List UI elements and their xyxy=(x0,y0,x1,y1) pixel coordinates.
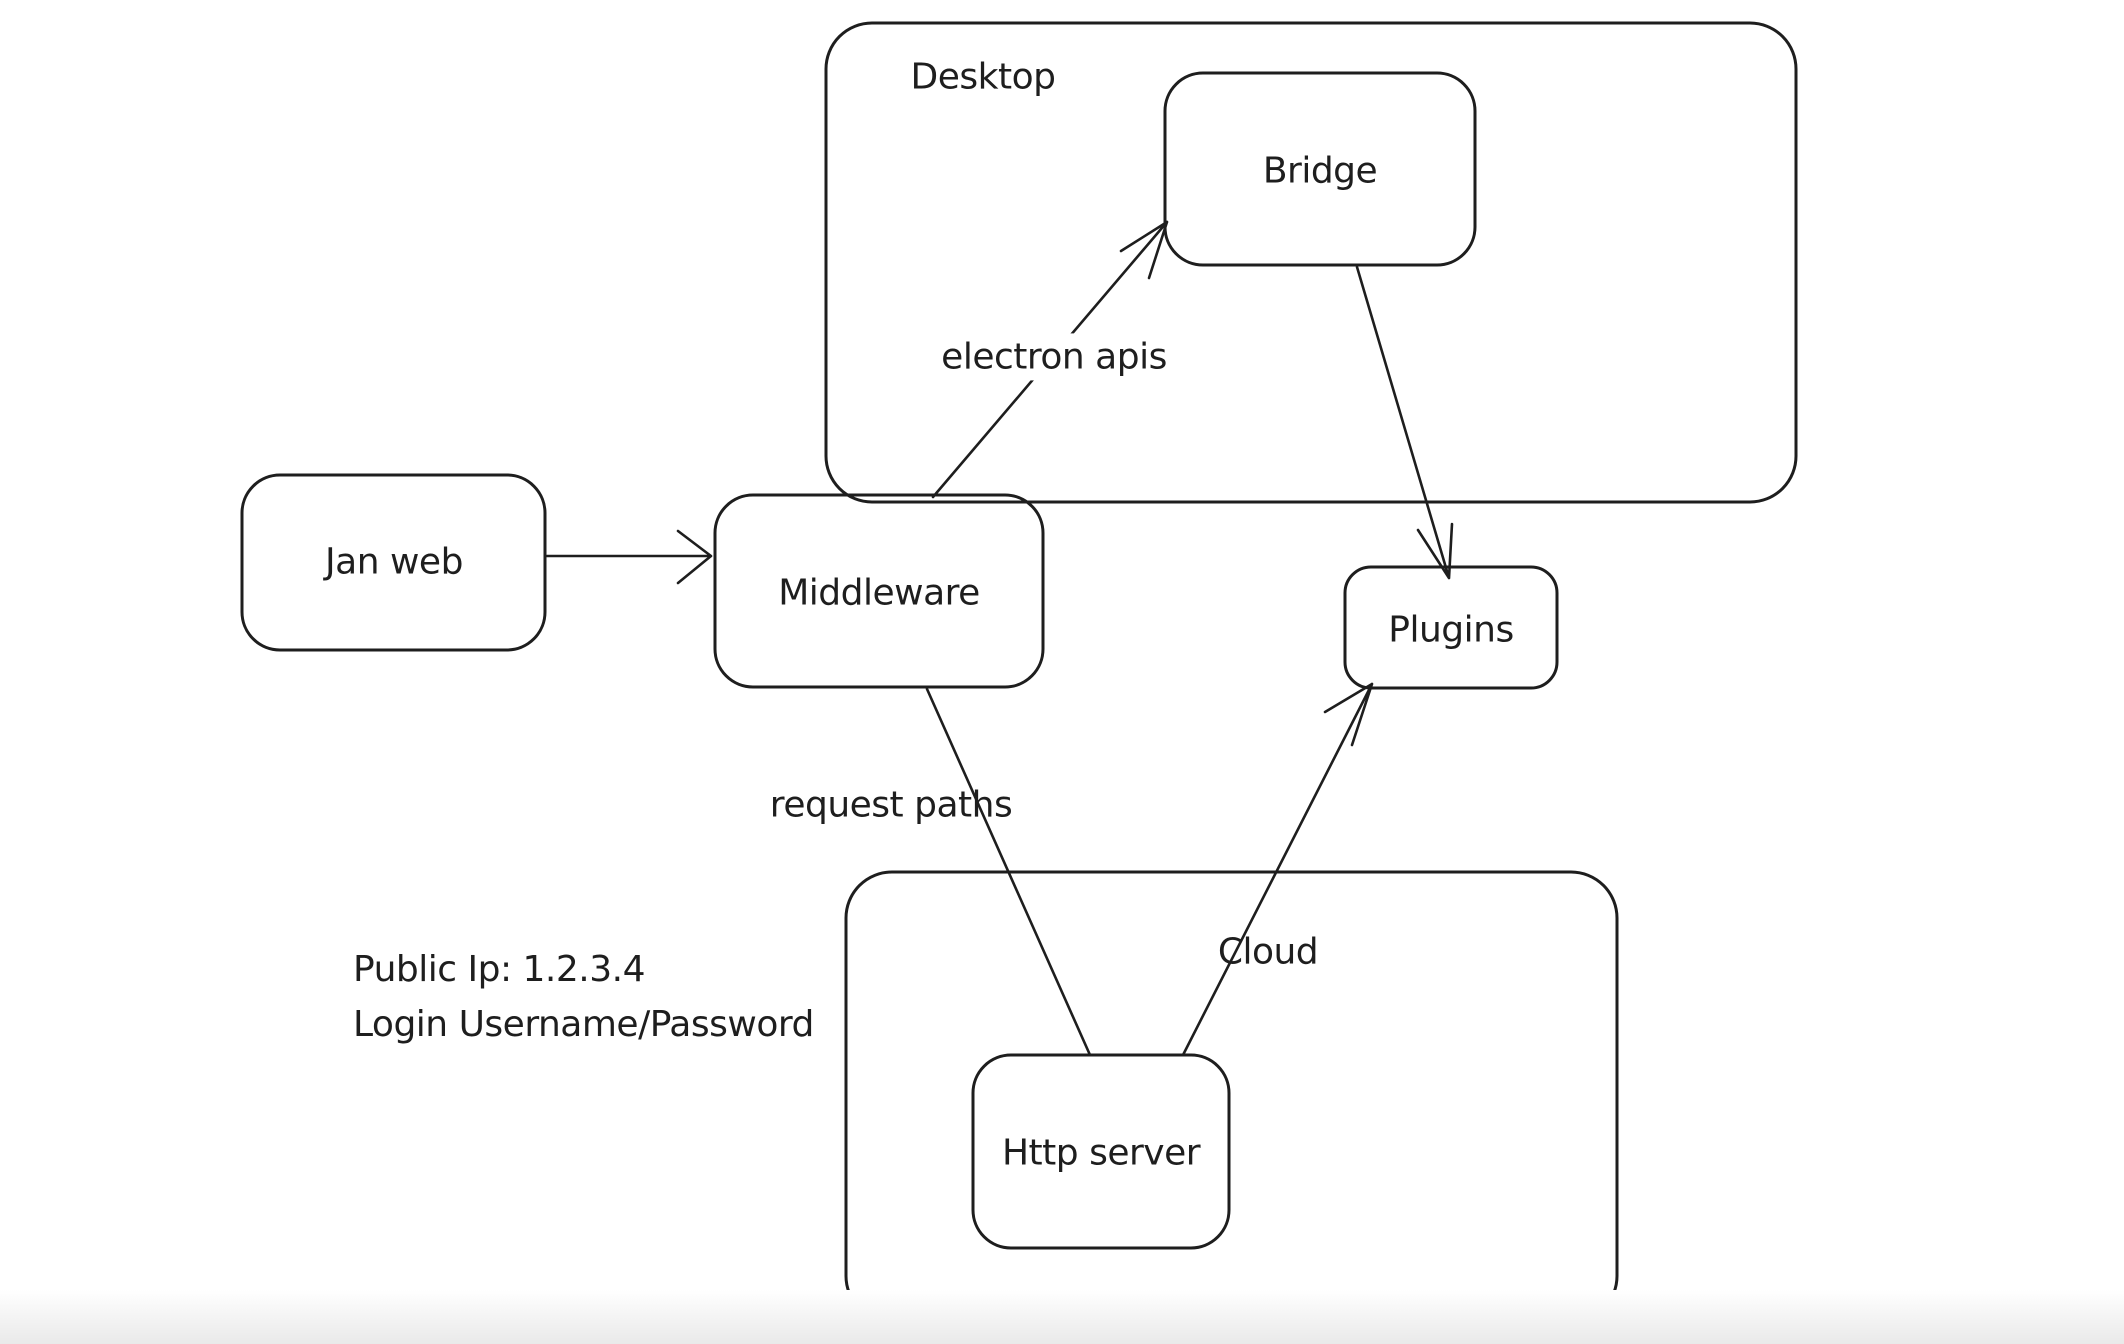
arrow-httpserver-to-plugins xyxy=(1181,682,1374,1057)
bridge-label: Bridge xyxy=(1262,150,1378,192)
arrow-bridge-to-plugins xyxy=(1355,265,1454,580)
arrow-janweb-to-middleware xyxy=(545,529,713,585)
plugins-label: Plugins xyxy=(1388,609,1514,651)
public-ip-text: Public Ip: 1.2.3.4 xyxy=(353,949,645,990)
http-server-box xyxy=(971,1053,1231,1250)
desktop-container-box xyxy=(824,21,1798,504)
http-server-label: Http server xyxy=(1001,1132,1201,1174)
login-text: Login Username/Password xyxy=(353,1004,814,1045)
cloud-container-label: Cloud xyxy=(1217,931,1319,973)
bridge-box xyxy=(1163,71,1477,267)
middleware-label: Middleware xyxy=(778,572,980,614)
jan-web-label: Jan web xyxy=(325,541,463,583)
line-middleware-to-httpserver xyxy=(925,687,1092,1057)
jan-web-box xyxy=(240,473,547,652)
plugins-box xyxy=(1343,565,1559,690)
credentials-note: Public Ip: 1.2.3.4 Login Username/Passwo… xyxy=(353,942,814,1052)
middleware-box xyxy=(713,493,1045,689)
edge-label-request-paths: request paths xyxy=(769,784,1013,826)
desktop-container-label: Desktop xyxy=(910,56,1056,98)
edge-label-electron-apis: electron apis xyxy=(931,333,1177,381)
canvas-bottom-fade xyxy=(0,1290,2124,1344)
